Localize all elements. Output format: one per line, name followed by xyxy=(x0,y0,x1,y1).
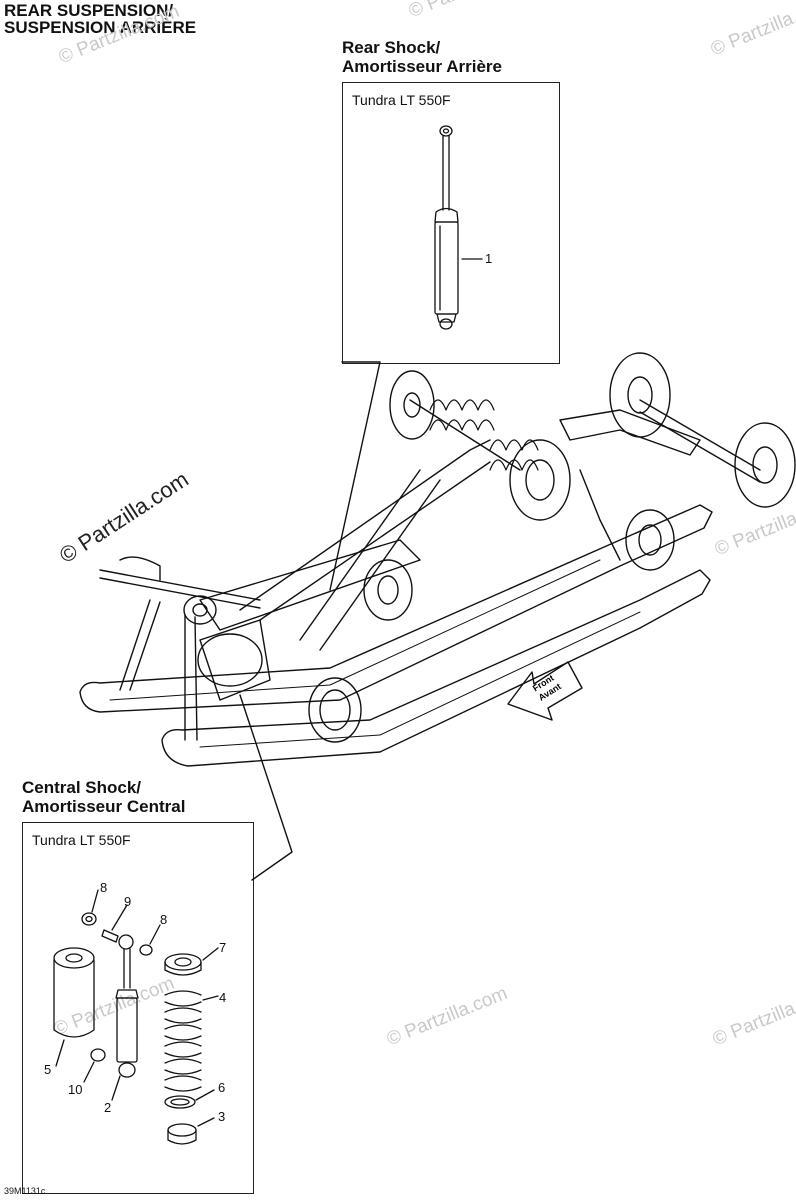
central-shock-panel xyxy=(22,822,254,1194)
callout-1: 1 xyxy=(485,251,492,266)
central-shock-title-line2: Amortisseur Central xyxy=(22,797,186,816)
front-direction-label: Front Avant xyxy=(531,673,563,703)
part-2-shock xyxy=(111,934,139,1101)
drawing-code: 39M1131c xyxy=(4,1186,46,1196)
callout-8: 8 xyxy=(100,880,107,895)
part-7-spring-seat xyxy=(164,947,219,976)
central-shock-title-line1: Central Shock/ xyxy=(22,778,142,797)
central-shock-title: Central Shock/ Amortisseur Central xyxy=(22,778,185,816)
part-9-pin xyxy=(101,904,128,943)
rear-shock-title-line2: Amortisseur Arrière xyxy=(342,57,502,76)
rear-shock-title: Rear Shock/ Amortisseur Arrière xyxy=(342,38,502,76)
callout-numbers: 1 8 9 8 7 4 5 10 2 6 3 xyxy=(44,251,492,1124)
rear-shock-title-line1: Rear Shock/ xyxy=(342,38,441,57)
part-8-bushing-right xyxy=(139,924,161,956)
diagram-title-line1: REAR SUSPENSION/ xyxy=(4,1,174,20)
part-3-ring-nut xyxy=(167,1117,215,1145)
front-direction-arrow xyxy=(507,661,583,721)
callout-4: 4 xyxy=(219,990,226,1005)
diagram-title: REAR SUSPENSION/ SUSPENSION ARRIÈRE xyxy=(4,2,196,36)
rear-shock-model: Tundra LT 550F xyxy=(352,92,451,108)
diagram-title-line2: SUSPENSION ARRIÈRE xyxy=(4,18,197,37)
callout-9: 9 xyxy=(124,894,131,909)
callout-10: 10 xyxy=(68,1082,82,1097)
rear-shock-part xyxy=(434,125,483,330)
part-6-washer xyxy=(164,1089,215,1109)
part-10-bushing xyxy=(83,1048,106,1083)
callout-3: 3 xyxy=(218,1109,225,1124)
part-8-bushing xyxy=(81,889,99,926)
callout-8-right: 8 xyxy=(160,912,167,927)
callout-6: 6 xyxy=(218,1080,225,1095)
rear-shock-panel xyxy=(342,82,560,364)
panel-leader-lines xyxy=(239,361,381,881)
part-5-boot xyxy=(53,947,95,1067)
callout-2: 2 xyxy=(104,1100,111,1115)
part-4-spring xyxy=(164,990,219,1092)
rear-suspension-assembly xyxy=(79,352,796,767)
central-shock-model: Tundra LT 550F xyxy=(32,832,131,848)
central-shock-parts xyxy=(53,889,219,1145)
callout-5: 5 xyxy=(44,1062,51,1077)
callout-7: 7 xyxy=(219,940,226,955)
